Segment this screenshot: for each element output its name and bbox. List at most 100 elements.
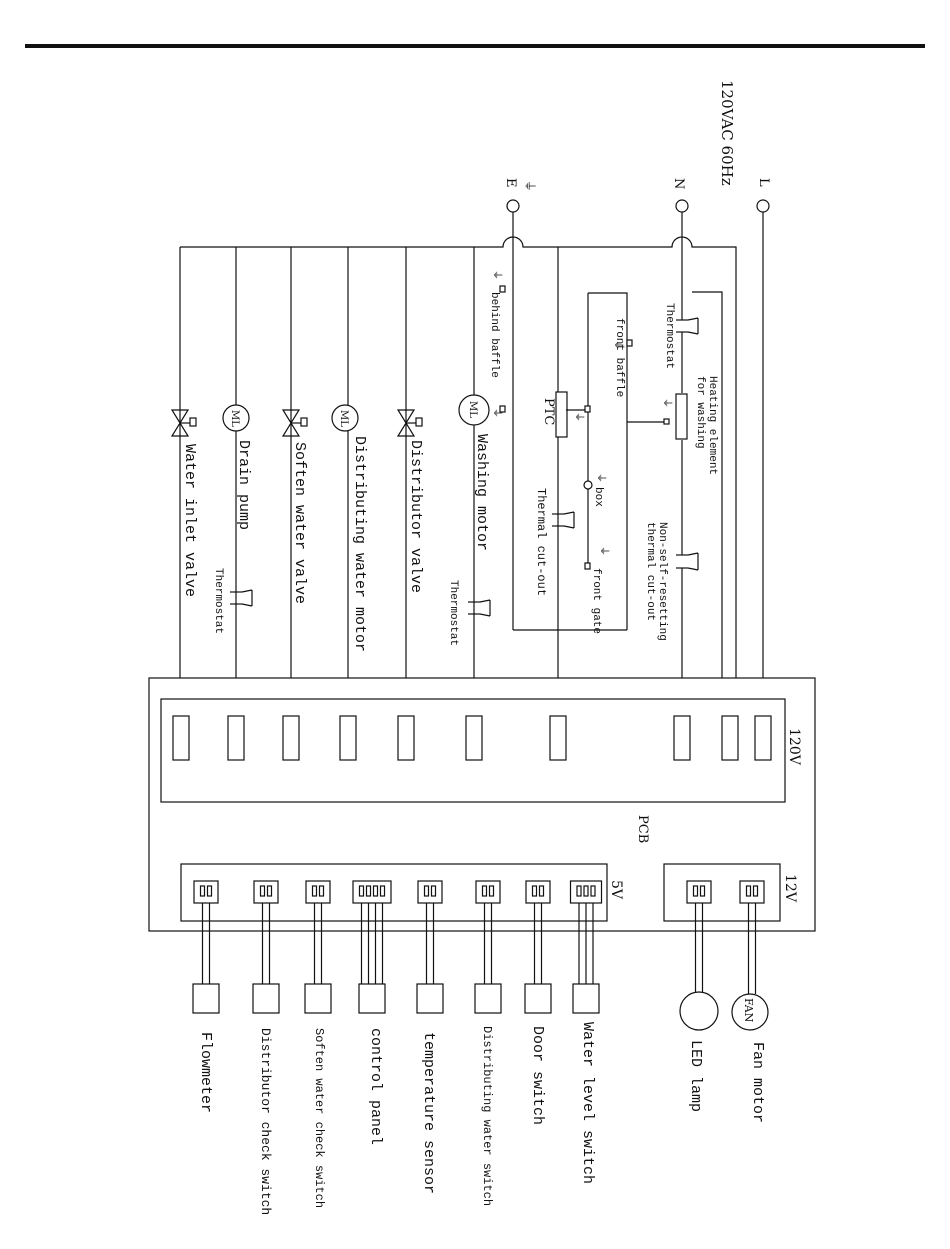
- washing-motor-label: Washing motor: [473, 434, 490, 551]
- temperature-sensor-pin: [423, 885, 430, 897]
- soften-check-pin: [318, 885, 325, 897]
- drain-pump-label: Drain pump: [235, 440, 252, 530]
- ground-2: ⏚: [491, 408, 503, 418]
- thermostat-drain-pump: [230, 589, 253, 607]
- led-connector: [686, 880, 712, 904]
- water-inlet-valve-symbol: [170, 409, 197, 437]
- ground-1: ⏚: [491, 270, 503, 280]
- soften-check-pin: [311, 885, 318, 897]
- distributor-check-connector: [253, 880, 279, 904]
- pcb-label: PCB: [635, 815, 650, 843]
- thermal-cutout-label: Thermal cut-out: [534, 488, 548, 596]
- low-voltage-connectors: [192, 880, 765, 1014]
- thermostat-heater: [676, 317, 699, 335]
- thermostat-washing-motor: [468, 599, 491, 617]
- water-level-pin: [576, 885, 582, 897]
- ml-label-2: ML: [338, 410, 349, 427]
- door-pin: [531, 885, 538, 897]
- pcb-terminal-5: [397, 715, 415, 761]
- flowmeter-device: [192, 983, 220, 1014]
- temperature-sensor-device: [416, 983, 444, 1014]
- washing-motor-thermostat-label: Thermostat: [447, 580, 459, 646]
- distributing-water-motor-symbol: ML: [331, 404, 359, 432]
- fan-connector: [739, 880, 765, 904]
- distributing-water-switch-connector: [475, 880, 501, 904]
- control-panel-pin: [358, 885, 365, 897]
- flowmeter-pin: [206, 885, 213, 897]
- distributor-valve-symbol: [396, 409, 423, 437]
- drain-pump-thermostat-label: Thermostat: [212, 568, 224, 634]
- terminal-n-label: N: [671, 178, 686, 189]
- water-level-pin: [583, 885, 589, 897]
- distributor-valve-label: Distributor valve: [407, 440, 424, 593]
- soften-check-connector: [305, 880, 331, 904]
- distributing-water-switch-device: [474, 983, 502, 1014]
- box-label: box: [592, 487, 604, 507]
- pcb-12v-label: 12V: [782, 874, 798, 903]
- distributor-check-pin: [266, 885, 273, 897]
- heating-element: [675, 393, 688, 440]
- pcb-terminal-7: [549, 715, 567, 761]
- soften-check-device: [304, 983, 332, 1014]
- pcb-terminal-2: [227, 715, 245, 761]
- fan-pin: [745, 885, 752, 897]
- water-level-device: [572, 983, 600, 1014]
- soften-water-valve-label: Soften water valve: [291, 442, 308, 604]
- temperature-sensor-pin: [430, 885, 437, 897]
- distributor-check-device: [252, 983, 280, 1014]
- terminal-e-label: E: [503, 178, 518, 188]
- front-baffle-label: front baffle: [613, 318, 625, 397]
- thermostat-thermal-cutout: [552, 511, 575, 529]
- terminal-n: [675, 199, 689, 213]
- led-pin: [699, 885, 706, 897]
- pcb-terminal-6: [465, 715, 483, 761]
- nsr-label-2: thermal cut-out: [644, 522, 656, 621]
- ground-7: ⏚: [598, 546, 610, 556]
- distributor-check-pin: [259, 885, 266, 897]
- behind-baffle-label: behind baffle: [488, 292, 500, 378]
- distributing-water-switch-pin: [481, 885, 488, 897]
- pcb-terminal-3: [282, 715, 300, 761]
- terminal-e-ground: ⏚: [523, 180, 537, 192]
- pcb-terminal-1: [172, 715, 190, 761]
- soften-water-check-switch-label: Soften water check switch: [312, 1028, 326, 1208]
- door-pin: [538, 885, 545, 897]
- door-switch-label: Door switch: [529, 1026, 546, 1125]
- nsr-label-1: Non-self-resetting: [656, 522, 668, 641]
- terminal-e: [506, 199, 520, 213]
- pcb-5v-label: 5V: [608, 880, 624, 900]
- fan-motor-label: Fan motor: [749, 1042, 766, 1123]
- distributing-water-motor-label: Distributing water motor: [351, 436, 368, 652]
- water-level-switch-label: Water level switch: [579, 1022, 596, 1184]
- door-connector: [525, 880, 551, 904]
- door-device: [524, 983, 552, 1014]
- front-gate-label: front gate: [590, 568, 602, 634]
- led-lamp-label: LED lamp: [687, 1040, 704, 1112]
- pcb-terminal-10: [754, 715, 772, 761]
- supply-title: 120VAC 60Hz: [718, 80, 736, 186]
- led-pin: [692, 885, 699, 897]
- soften-water-valve-symbol: [281, 409, 308, 437]
- drain-pump-motor: ML: [222, 404, 250, 432]
- ground-5: ⏚: [661, 398, 673, 408]
- flowmeter-pin: [199, 885, 206, 897]
- pcb-terminal-9: [721, 715, 739, 761]
- thermostat-nsr: [676, 552, 699, 571]
- flowmeter-label: Flowmeter: [197, 1032, 214, 1113]
- temperature-sensor-label: temperature sensor: [420, 1032, 437, 1194]
- led-lamp-symbol: [679, 991, 719, 1031]
- terminal-l: [756, 199, 770, 213]
- control-panel-label: control panel: [367, 1028, 384, 1145]
- control-panel-pin: [372, 885, 379, 897]
- ground-4: ⏚: [612, 340, 624, 350]
- water-inlet-valve-label: Water inlet valve: [181, 444, 198, 597]
- ground-3: ⏚: [573, 412, 585, 422]
- control-panel-connector: [352, 880, 392, 904]
- fan-symbol-label: FAN: [742, 998, 755, 1023]
- control-panel-pin: [379, 885, 386, 897]
- pcb-terminal-8: [673, 715, 691, 761]
- control-panel-device: [358, 983, 386, 1014]
- distributing-water-switch-label: Distributing water switch: [480, 1026, 494, 1206]
- fan-pin: [752, 885, 759, 897]
